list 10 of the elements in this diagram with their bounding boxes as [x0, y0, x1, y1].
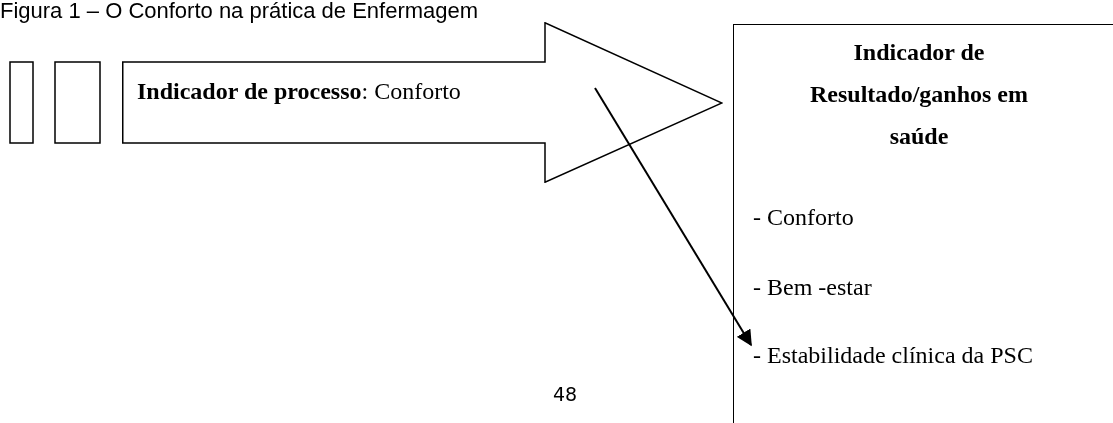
- arrow: [594, 87, 752, 347]
- list-item: - Estabilidade clínica da PSC: [753, 335, 1053, 415]
- page-number: 48: [553, 383, 578, 405]
- panel-heading: Indicador de Resultado/ganhos em saúde: [809, 38, 1029, 151]
- list-item: - Bem -estar: [753, 267, 1053, 307]
- block-arrow: [122, 22, 723, 183]
- result-panel: [733, 24, 1113, 423]
- process-label: Indicador de processo: Conforto: [137, 77, 461, 106]
- list-item: - Conforto: [753, 197, 1053, 237]
- figure-title: Figura 1 – O Conforto na prática de Enfermagem: [0, 0, 479, 24]
